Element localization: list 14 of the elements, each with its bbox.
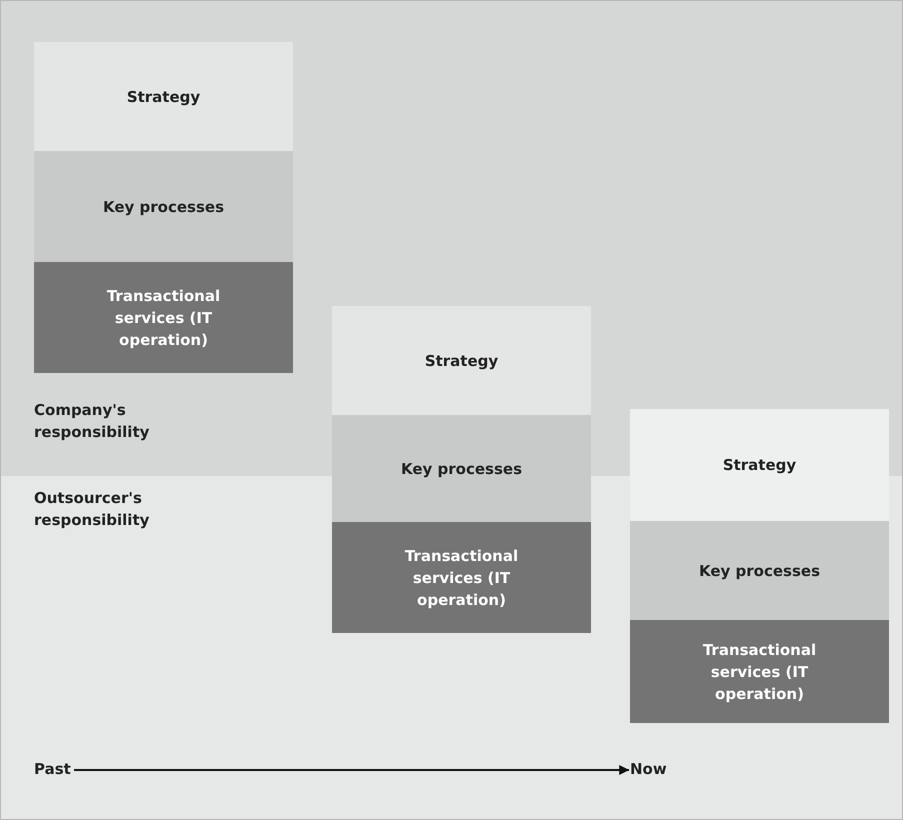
layer-box: Strategy <box>34 42 293 151</box>
layer-box: Key processes <box>332 415 591 522</box>
band-label: Outsourcer's responsibility <box>34 488 150 531</box>
layer-box: Strategy <box>332 306 591 415</box>
layer-box: Transactional services (IT operation) <box>332 522 591 633</box>
layer-box: Transactional services (IT operation) <box>34 262 293 373</box>
time-label: Past <box>34 758 71 780</box>
band-label: Company's responsibility <box>34 400 150 443</box>
layer-box: Key processes <box>630 521 889 620</box>
layer-box: Transactional services (IT operation) <box>630 620 889 723</box>
arrow <box>74 765 629 775</box>
layer-box: Key processes <box>34 151 293 262</box>
layer-box: Strategy <box>630 409 889 521</box>
time-label: Now <box>630 758 667 780</box>
